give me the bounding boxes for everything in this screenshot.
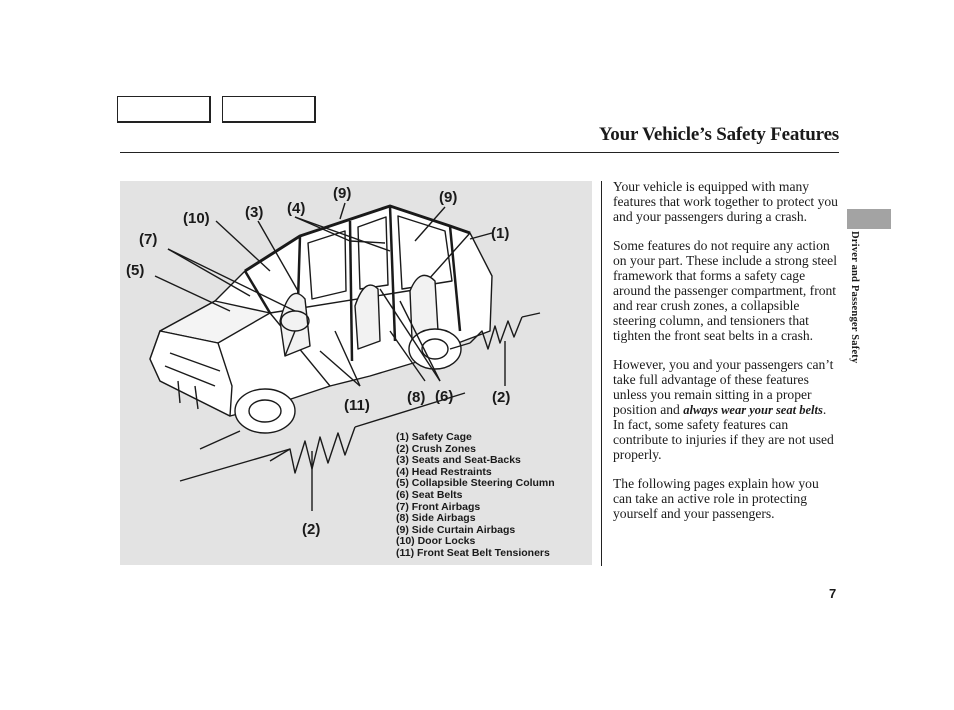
page-title: Your Vehicle’s Safety Features bbox=[598, 124, 839, 145]
paragraph-1: Your vehicle is equipped with many featu… bbox=[613, 179, 838, 224]
callout-2a: (2) bbox=[492, 389, 511, 406]
page-number: 7 bbox=[829, 586, 837, 601]
section-tab[interactable] bbox=[847, 209, 891, 229]
callout-10: (10) bbox=[183, 210, 210, 227]
legend-item: (11) Front Seat Belt Tensioners bbox=[396, 546, 550, 559]
legend-item: (4) Head Restraints bbox=[396, 465, 492, 478]
body-text: Your vehicle is equipped with many featu… bbox=[613, 179, 839, 537]
section-label: Driver and Passenger Safety bbox=[844, 231, 864, 391]
vehicle-safety-diagram: (9) (9) (10) (3) (4) (1) (7) (5) (11) (8… bbox=[120, 181, 592, 565]
callout-1: (1) bbox=[491, 225, 510, 242]
legend-item: (9) Side Curtain Airbags bbox=[396, 523, 516, 536]
paragraph-3-end: . In fact, some safety features can cont… bbox=[613, 401, 834, 462]
paragraph-3: However, you and your passengers can’t t… bbox=[613, 357, 839, 462]
vehicle-illustration bbox=[149, 202, 541, 511]
callout-4: (4) bbox=[287, 200, 306, 217]
legend-item: (10) Door Locks bbox=[396, 535, 476, 548]
legend-item: (2) Crush Zones bbox=[396, 442, 476, 455]
legend-item: (6) Seat Belts bbox=[396, 488, 463, 501]
legend-item: (8) Side Airbags bbox=[396, 512, 476, 525]
title-rule bbox=[120, 152, 839, 153]
legend-item: (7) Front Airbags bbox=[396, 500, 481, 513]
paragraph-4: The following pages explain how you can … bbox=[613, 476, 819, 521]
callout-6: (6) bbox=[435, 388, 454, 405]
nav-button-1[interactable] bbox=[117, 96, 211, 123]
diagram-legend: (1) Safety Cage (2) Crush Zones (3) Seat… bbox=[396, 431, 555, 560]
legend-item: (1) Safety Cage bbox=[396, 431, 472, 443]
callout-5: (5) bbox=[126, 262, 145, 279]
callout-8: (8) bbox=[407, 389, 426, 406]
callout-9b: (9) bbox=[439, 189, 458, 206]
callout-2b: (2) bbox=[302, 521, 321, 538]
paragraph-3-start: However, you and your passengers can’t t… bbox=[613, 357, 834, 417]
seat-belt-emphasis: always wear your seat belts bbox=[683, 402, 823, 417]
callout-7: (7) bbox=[139, 231, 158, 248]
legend-item: (5) Collapsible Steering Column bbox=[396, 477, 555, 490]
paragraph-2: Some features do not require any action … bbox=[613, 238, 837, 343]
callout-11: (11) bbox=[344, 397, 370, 414]
callout-9a: (9) bbox=[333, 185, 352, 202]
callout-3: (3) bbox=[245, 204, 264, 221]
nav-button-2[interactable] bbox=[222, 96, 316, 123]
section-label-text: Driver and Passenger Safety bbox=[849, 231, 860, 364]
column-divider bbox=[601, 181, 602, 566]
legend-item: (3) Seats and Seat-Backs bbox=[396, 454, 521, 467]
